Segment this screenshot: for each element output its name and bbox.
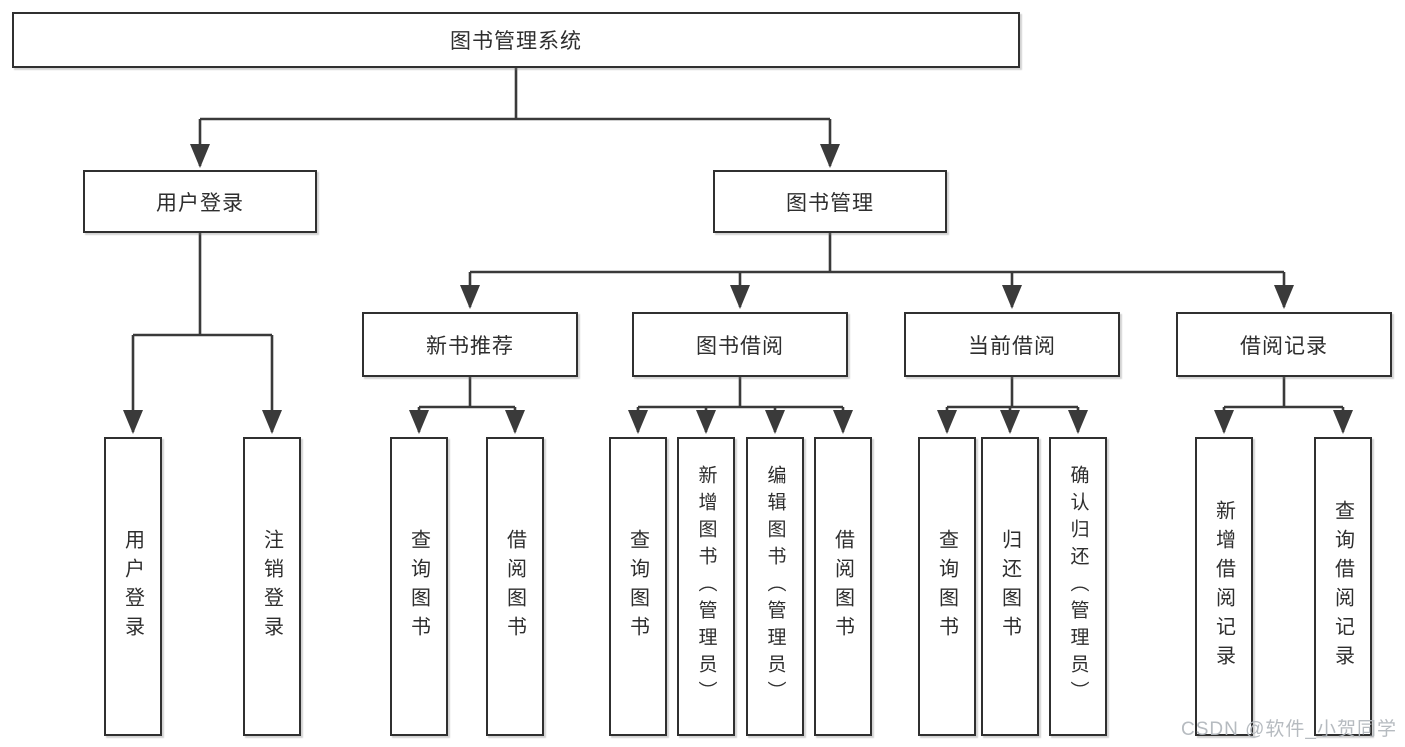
node-borrowing-records: 借阅记录 [1176,312,1392,377]
leaf-borrow-books-recommend: 借阅图书 [486,437,544,736]
leaf-query-books-borrowing: 查询图书 [609,437,667,736]
leaf-query-books-recommend: 查询图书 [390,437,448,736]
csdn-watermark: CSDN @软件_小贺同学 [1181,719,1397,740]
leaf-edit-books-admin: 编辑图书（管理员） [746,437,804,736]
leaf-query-borrow-record: 查询借阅记录 [1314,437,1372,736]
leaf-user-login: 用户登录 [104,437,162,736]
leaf-return-books: 归还图书 [981,437,1039,736]
leaf-confirm-return-admin: 确认归还（管理员） [1049,437,1107,736]
leaf-borrow-books: 借阅图书 [814,437,872,736]
leaf-query-books-current: 查询图书 [918,437,976,736]
leaf-add-borrow-record: 新增借阅记录 [1195,437,1253,736]
node-new-book-recommend: 新书推荐 [362,312,578,377]
node-user-login: 用户登录 [83,170,317,233]
node-book-management: 图书管理 [713,170,947,233]
node-library-system: 图书管理系统 [12,12,1020,68]
leaf-add-books-admin: 新增图书（管理员） [677,437,735,736]
node-book-borrowing: 图书借阅 [632,312,848,377]
node-current-borrowing: 当前借阅 [904,312,1120,377]
leaf-logout: 注销登录 [243,437,301,736]
